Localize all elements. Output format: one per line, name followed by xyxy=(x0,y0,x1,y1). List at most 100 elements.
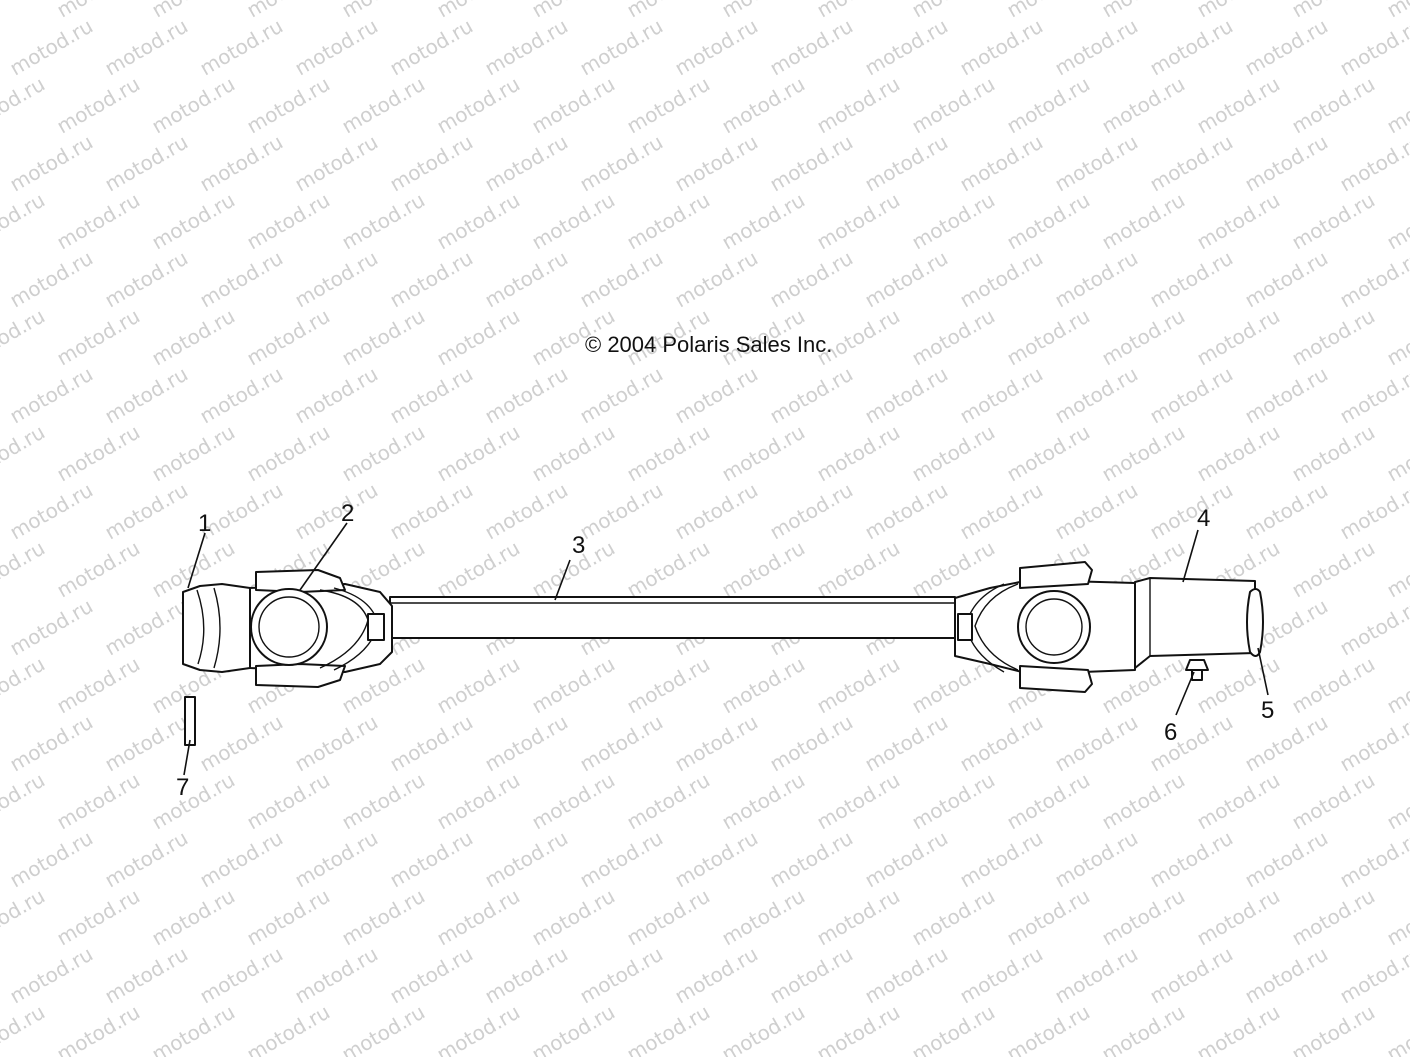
watermark-text: motod.ru xyxy=(291,246,382,313)
watermark-text: motod.ru xyxy=(433,768,524,835)
watermark-text: motod.ru xyxy=(0,188,49,255)
watermark-text: motod.ru xyxy=(1336,478,1410,545)
watermark-text: motod.ru xyxy=(671,710,762,777)
watermark-text: motod.ru xyxy=(908,420,999,487)
watermark-text: motod.ru xyxy=(1241,478,1332,545)
watermark-text: motod.ru xyxy=(528,652,619,719)
watermark-text: motod.ru xyxy=(6,478,97,545)
watermark-text: motod.ru xyxy=(1146,130,1237,197)
watermark-text: motod.ru xyxy=(196,710,287,777)
watermark-text: motod.ru xyxy=(243,768,334,835)
watermark-text: motod.ru xyxy=(1383,188,1410,255)
watermark-text: motod.ru xyxy=(576,246,667,313)
watermark-text: motod.ru xyxy=(101,130,192,197)
watermark-text: motod.ru xyxy=(291,826,382,893)
watermark-text: motod.ru xyxy=(1003,420,1094,487)
watermark-text: motod.ru xyxy=(433,884,524,951)
watermark-text: motod.ru xyxy=(386,942,477,1009)
watermark-text: motod.ru xyxy=(243,0,334,22)
watermark-text: motod.ru xyxy=(908,188,999,255)
watermark-text: motod.ru xyxy=(0,594,2,661)
grease-fitting xyxy=(1185,659,1209,681)
rear-u-joint xyxy=(954,561,1136,693)
slip-yoke xyxy=(1134,577,1256,669)
watermark-text: motod.ru xyxy=(1241,246,1332,313)
watermark-text: motod.ru xyxy=(0,0,49,22)
watermark-text: motod.ru xyxy=(671,478,762,545)
watermark-text: motod.ru xyxy=(1098,1000,1189,1057)
watermark-text: motod.ru xyxy=(101,362,192,429)
watermark-text: motod.ru xyxy=(1241,362,1332,429)
watermark-text: motod.ru xyxy=(956,246,1047,313)
watermark-text: motod.ru xyxy=(291,710,382,777)
watermark-text: motod.ru xyxy=(671,14,762,81)
watermark-text: motod.ru xyxy=(53,188,144,255)
watermark-text: motod.ru xyxy=(671,826,762,893)
watermark-text: motod.ru xyxy=(101,246,192,313)
watermark-text: motod.ru xyxy=(291,362,382,429)
watermark-text: motod.ru xyxy=(1193,420,1284,487)
watermark-text: motod.ru xyxy=(481,246,572,313)
front-u-joint xyxy=(249,569,393,688)
watermark-text: motod.ru xyxy=(766,130,857,197)
watermark-text: motod.ru xyxy=(0,362,2,429)
watermark-text: motod.ru xyxy=(1241,710,1332,777)
watermark-text: motod.ru xyxy=(956,478,1047,545)
watermark-text: motod.ru xyxy=(576,130,667,197)
watermark-text: motod.ru xyxy=(6,130,97,197)
leader-3 xyxy=(554,559,571,601)
watermark-text: motod.ru xyxy=(1288,884,1379,951)
watermark-text: motod.ru xyxy=(813,1000,904,1057)
watermark-text: motod.ru xyxy=(148,0,239,22)
watermark-text: motod.ru xyxy=(1241,130,1332,197)
watermark-text: motod.ru xyxy=(623,1000,714,1057)
watermark-text: motod.ru xyxy=(1098,188,1189,255)
watermark-text: motod.ru xyxy=(53,1000,144,1057)
watermark-text: motod.ru xyxy=(1051,130,1142,197)
watermark-text: motod.ru xyxy=(908,1000,999,1057)
watermark-text: motod.ru xyxy=(813,884,904,951)
watermark-text: motod.ru xyxy=(338,0,429,22)
watermark-text: motod.ru xyxy=(0,536,49,603)
callout-5: 5 xyxy=(1261,697,1274,724)
watermark-text: motod.ru xyxy=(1336,710,1410,777)
watermark-text: motod.ru xyxy=(623,768,714,835)
watermark-text: motod.ru xyxy=(196,826,287,893)
watermark-text: motod.ru xyxy=(861,942,952,1009)
watermark-text: motod.ru xyxy=(1383,652,1410,719)
watermark-text: motod.ru xyxy=(813,188,904,255)
watermark-text: motod.ru xyxy=(718,72,809,139)
watermark-text: motod.ru xyxy=(101,710,192,777)
watermark-text: motod.ru xyxy=(386,246,477,313)
watermark-text: motod.ru xyxy=(338,304,429,371)
watermark-text: motod.ru xyxy=(956,710,1047,777)
watermark-text: motod.ru xyxy=(1383,768,1410,835)
watermark-text: motod.ru xyxy=(53,884,144,951)
watermark-text: motod.ru xyxy=(908,0,999,22)
watermark-text: motod.ru xyxy=(196,14,287,81)
watermark-text: motod.ru xyxy=(6,362,97,429)
watermark-text: motod.ru xyxy=(0,478,2,545)
watermark-text: motod.ru xyxy=(576,14,667,81)
watermark-text: motod.ru xyxy=(338,1000,429,1057)
watermark-text: motod.ru xyxy=(671,130,762,197)
watermark-text: motod.ru xyxy=(243,304,334,371)
watermark-text: motod.ru xyxy=(623,188,714,255)
watermark-text: motod.ru xyxy=(433,304,524,371)
watermark-text: motod.ru xyxy=(861,246,952,313)
watermark-text: motod.ru xyxy=(148,72,239,139)
watermark-text: motod.ru xyxy=(1193,188,1284,255)
watermark-text: motod.ru xyxy=(0,768,49,835)
watermark-text: motod.ru xyxy=(481,478,572,545)
watermark-text: motod.ru xyxy=(101,478,192,545)
watermark-text: motod.ru xyxy=(196,362,287,429)
watermark-text: motod.ru xyxy=(433,420,524,487)
watermark-text: motod.ru xyxy=(1051,710,1142,777)
watermark-text: motod.ru xyxy=(718,768,809,835)
watermark-text: motod.ru xyxy=(956,362,1047,429)
watermark-text: motod.ru xyxy=(671,246,762,313)
watermark-text: motod.ru xyxy=(243,1000,334,1057)
watermark-text: motod.ru xyxy=(1051,942,1142,1009)
watermark-text: motod.ru xyxy=(528,768,619,835)
watermark-text: motod.ru xyxy=(148,768,239,835)
